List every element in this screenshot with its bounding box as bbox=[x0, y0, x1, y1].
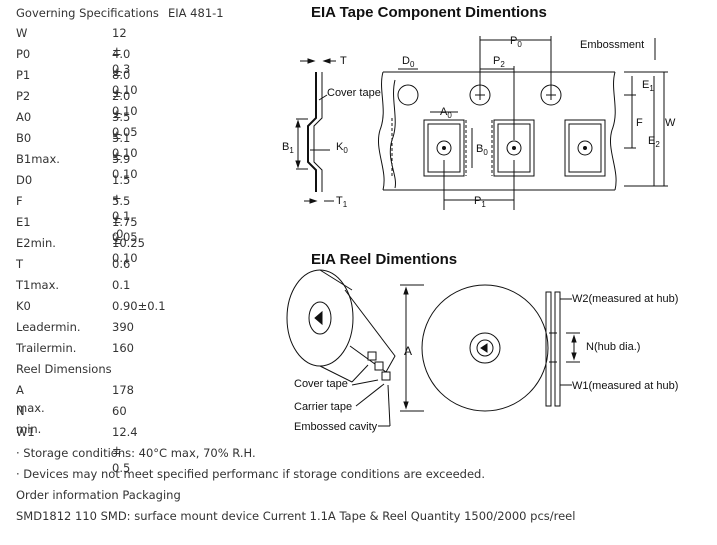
spec-key: P0 bbox=[16, 47, 31, 61]
spec-value: 5.1 ± 0.10 bbox=[112, 131, 138, 181]
spec-key: T bbox=[16, 257, 24, 271]
tape-body bbox=[378, 71, 617, 191]
order-heading: Order information Packaging bbox=[16, 488, 181, 502]
spec-value: 1.5 + 0.1, -0 bbox=[112, 173, 134, 241]
spec-key: P1 bbox=[16, 68, 31, 82]
tape-labels: T D0 P0 Embossment Cover tape P2 E1 A0 F… bbox=[282, 35, 676, 209]
reel-diagram-title: EIA Reel Dimentions bbox=[311, 251, 458, 268]
label-W: W bbox=[665, 117, 676, 129]
label-W1: W1(measured at hub) bbox=[572, 380, 678, 392]
spec-value: 0.6 bbox=[112, 257, 131, 271]
reel-callouts bbox=[351, 379, 391, 427]
label-B0: B0 bbox=[476, 143, 488, 157]
label-carrier-tape: Carrier tape bbox=[294, 401, 352, 413]
label-embossed-cavity: Embossed cavity bbox=[294, 421, 378, 433]
label-D0: D0 bbox=[402, 55, 415, 69]
spec-value: 1.75 ± 0.10 bbox=[112, 215, 138, 265]
label-F: F bbox=[636, 117, 643, 129]
order-line: SMD1812 110 SMD: surface mount device Cu… bbox=[16, 509, 576, 523]
reel-labels: A W2(measured at hub) N(hub dia.) W1(mea… bbox=[294, 293, 678, 433]
spec-value: 3.5 ± 0.10 bbox=[112, 110, 138, 160]
storage-note: · Storage conditions: 40°C max, 70% R.H. bbox=[16, 446, 256, 460]
label-A0: A0 bbox=[440, 106, 452, 120]
spec-value: 5.9 bbox=[112, 152, 131, 166]
spec-value: 0.1 bbox=[112, 278, 131, 292]
spec-key: D0 bbox=[16, 173, 33, 187]
spec-key: T1max. bbox=[16, 278, 60, 292]
label-W2: W2(measured at hub) bbox=[572, 293, 678, 305]
spec-value: 178 bbox=[112, 383, 134, 397]
governing-spec-value: EIA 481-1 bbox=[168, 6, 224, 20]
spec-key: Trailermin. bbox=[16, 341, 77, 355]
spec-key: E2min. bbox=[16, 236, 56, 250]
spec-key: N min. bbox=[16, 404, 42, 436]
spec-key: E1 bbox=[16, 215, 31, 229]
spec-value: 12 ± 0.3 bbox=[112, 26, 131, 76]
spec-key: B0 bbox=[16, 131, 32, 145]
label-P0: P0 bbox=[510, 35, 522, 49]
spec-key: B1max. bbox=[16, 152, 60, 166]
label-P2: P2 bbox=[493, 55, 505, 69]
label-T: T bbox=[340, 55, 347, 67]
tape-dimension-lines bbox=[398, 36, 668, 210]
spec-value: 4.0 ± 0.10 bbox=[112, 47, 138, 97]
spec-value: 8.0 ± 0.10 bbox=[112, 68, 138, 118]
spec-key: F bbox=[16, 194, 23, 208]
label-embossment: Embossment bbox=[580, 39, 644, 51]
reel-diagram bbox=[286, 269, 580, 427]
label-cover-tape: Cover tape bbox=[327, 87, 381, 99]
spec-key: W1 bbox=[16, 425, 35, 439]
spec-value: 60 bbox=[112, 404, 127, 418]
label-E2: E2 bbox=[648, 135, 660, 149]
label-cover-tape-reel: Cover tape bbox=[294, 378, 348, 390]
spec-value: 10.25 bbox=[112, 236, 145, 250]
spec-key: P2 bbox=[16, 89, 31, 103]
spec-value: 160 bbox=[112, 341, 134, 355]
spec-key: Leadermin. bbox=[16, 320, 81, 334]
label-E1: E1 bbox=[642, 79, 654, 93]
label-B1: B1 bbox=[282, 141, 294, 155]
label-K0: K0 bbox=[336, 141, 348, 155]
label-T1: T1 bbox=[336, 195, 348, 209]
performance-note: · Devices may not meet specified perform… bbox=[16, 467, 485, 481]
spec-value: 12.4 ± 0.5 bbox=[112, 425, 138, 475]
spec-key: A0 bbox=[16, 110, 32, 124]
spec-key: W bbox=[16, 26, 28, 40]
label-P1: P1 bbox=[474, 195, 486, 209]
spec-value: 2.0 ± 0.05 bbox=[112, 89, 138, 139]
spec-key: A max. bbox=[16, 383, 45, 415]
tape-side-profile bbox=[295, 58, 336, 204]
spec-value: 390 bbox=[112, 320, 134, 334]
governing-spec-label: Governing Specifications bbox=[16, 6, 159, 20]
label-N: N(hub dia.) bbox=[586, 341, 640, 353]
reel-front bbox=[400, 284, 549, 412]
spec-key: K0 bbox=[16, 299, 31, 313]
label-A: A bbox=[404, 344, 412, 358]
spec-value: 0.90±0.1 bbox=[112, 299, 166, 313]
tape-diagram-title: EIA Tape Component Dimentions bbox=[311, 4, 547, 21]
reel-dimensions-heading: Reel Dimensions bbox=[16, 362, 112, 376]
reel-side bbox=[545, 291, 580, 407]
spec-value: 5.5 ± 0.05 bbox=[112, 194, 138, 244]
reel-perspective bbox=[286, 269, 396, 383]
